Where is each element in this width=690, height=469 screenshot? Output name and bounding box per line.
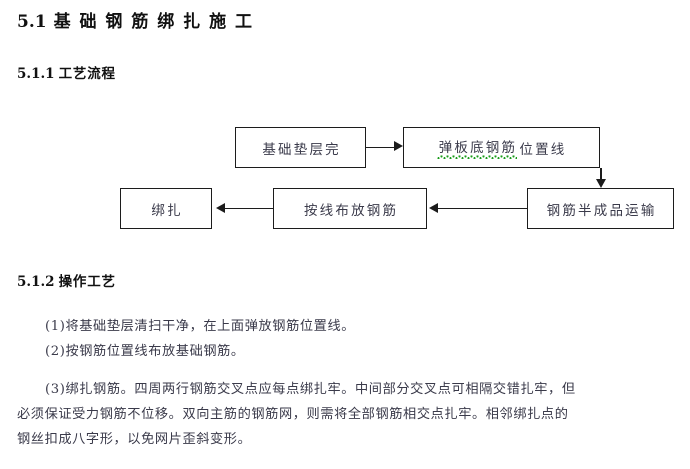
section-heading-process-flow-number: 5.1.1 (17, 66, 55, 82)
flow-node-mark-rebar-position-line-label-misspelled: 弹板底钢筋 (436, 136, 518, 159)
body-paragraph-2: (2)按钢筋位置线布放基础钢筋。 (45, 344, 245, 359)
section-heading-operation-process-text: 操作工艺 (58, 274, 116, 290)
body-paragraph-3-line-1: (3)绑扎钢筋。四周两行钢筋交叉点应每点绑扎牢。中间部分交叉点可相隔交错扎牢，但 (45, 382, 576, 397)
page-title-number: 5.1 (17, 12, 47, 32)
flow-node-tie-binding-label: 绑扎 (151, 202, 183, 219)
flow-arrowhead-right-icon (394, 141, 403, 151)
flow-arrowhead-left-icon (429, 202, 438, 213)
section-heading-operation-process-number: 5.1.2 (17, 274, 55, 290)
flow-arrowhead-left-icon-2 (216, 202, 225, 213)
flow-node-mark-rebar-position-line: 弹板底钢筋位置线 (403, 127, 600, 168)
section-heading-process-flow-text: 工艺流程 (58, 66, 116, 82)
flow-node-base-cushion-complete-label: 基础垫层完 (262, 141, 341, 158)
flow-edge-place-to-tie (225, 207, 273, 210)
flow-node-place-rebar-along-line-label: 按线布放钢筋 (303, 202, 399, 219)
flow-node-rebar-semifinished-transport: 钢筋半成品运输 (527, 188, 674, 229)
flow-edge-base-to-line (366, 146, 396, 149)
flow-edge-line-to-transport (600, 168, 602, 181)
body-paragraph-3-line-2: 必须保证受力钢筋不位移。双向主筋的钢筋网，则需将全部钢筋相交点扎牢。相邻绑扎点的 (17, 407, 569, 422)
flow-node-place-rebar-along-line: 按线布放钢筋 (273, 188, 427, 229)
flow-node-base-cushion-complete: 基础垫层完 (235, 127, 366, 168)
body-paragraph-1: (1)将基础垫层清扫干净，在上面弹放钢筋位置线。 (45, 319, 356, 334)
flow-node-rebar-semifinished-transport-label: 钢筋半成品运输 (546, 202, 657, 219)
flow-edge-transport-to-place (438, 207, 527, 210)
flow-arrowhead-down-icon (595, 179, 606, 188)
flow-node-mark-rebar-position-line-label-rest: 位置线 (519, 141, 567, 158)
flow-node-tie-binding: 绑扎 (120, 188, 212, 229)
page-title: 5.1 基 础 钢 筋 绑 扎 施 工 (17, 7, 254, 32)
page-title-text: 基 础 钢 筋 绑 扎 施 工 (53, 12, 254, 32)
body-paragraph-3-line-3: 钢丝扣成八字形，以免网片歪斜变形。 (17, 432, 252, 447)
